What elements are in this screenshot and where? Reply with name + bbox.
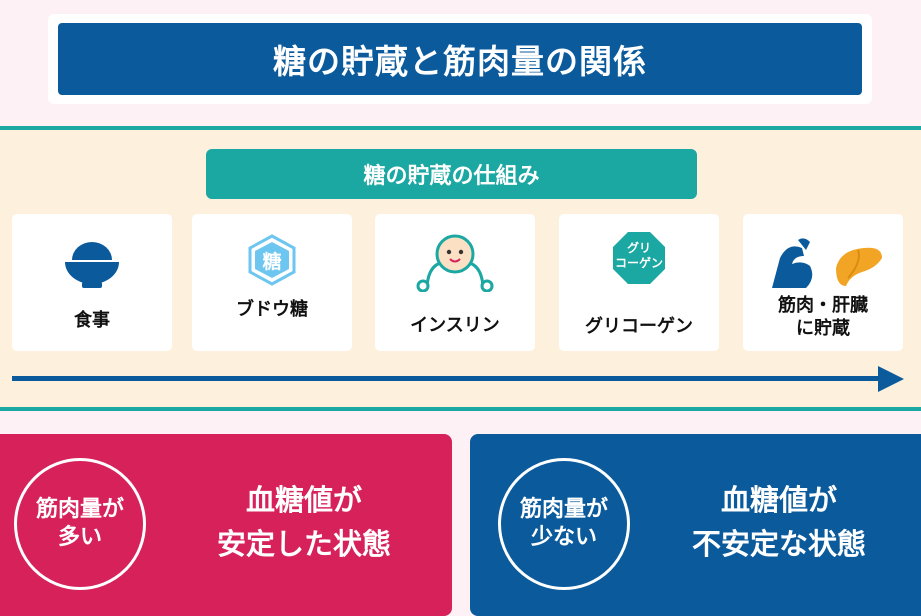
- high-muscle-result-line2: 安定した状態: [216, 527, 391, 561]
- step-card-insulin: インスリン: [375, 214, 535, 351]
- step-card-meal: 食事: [12, 214, 172, 351]
- step-card-muscle-liver: 筋肉・肝臓 に貯蔵: [743, 214, 903, 351]
- high-muscle-panel: 筋肉量が 多い 血糖値が 安定した状態: [0, 434, 452, 616]
- step-label-muscle-liver-line2: に貯蔵: [796, 318, 850, 339]
- low-muscle-result: 血糖値が 不安定な状態: [654, 478, 904, 566]
- page-title: 糖の貯蔵と筋肉量の関係: [58, 23, 862, 95]
- mechanism-section: 糖の貯蔵の仕組み 食事 糖 ブドウ糖: [0, 126, 921, 411]
- step-label-meal: 食事: [74, 310, 110, 331]
- high-muscle-result: 血糖値が 安定した状態: [176, 478, 432, 566]
- step-label-glucose: ブドウ糖: [236, 299, 308, 320]
- low-muscle-circle-line2: 少ない: [530, 525, 597, 550]
- low-muscle-circle-line1: 筋肉量が: [519, 497, 608, 522]
- glucose-icon-text: 糖: [262, 251, 282, 273]
- step-label-insulin: インスリン: [410, 315, 500, 336]
- low-muscle-panel: 筋肉量が 少ない 血糖値が 不安定な状態: [470, 434, 921, 616]
- high-muscle-result-line1: 血糖値が: [245, 483, 362, 517]
- glycogen-octagon-icon: グリ コーゲン: [559, 230, 719, 286]
- high-muscle-circle: 筋肉量が 多い: [14, 458, 146, 590]
- low-muscle-result-line1: 血糖値が: [720, 483, 837, 517]
- low-muscle-result-line2: 不安定な状態: [691, 527, 866, 561]
- rice-bowl-icon: [12, 236, 172, 292]
- step-card-glycogen: グリ コーゲン グリコーゲン: [559, 214, 719, 351]
- high-muscle-circle-line1: 筋肉量が: [35, 497, 124, 522]
- high-muscle-circle-line2: 多い: [57, 525, 102, 550]
- flow-arrow-line: [12, 376, 880, 381]
- low-muscle-circle: 筋肉量が 少ない: [498, 458, 630, 590]
- glucose-hexagon-icon: 糖: [192, 234, 352, 286]
- muscle-liver-icon: [743, 234, 903, 290]
- glycogen-icon-text-1: グリ: [626, 241, 651, 255]
- step-card-glucose: 糖 ブドウ糖: [192, 214, 352, 351]
- glycogen-icon-text-2: コーゲン: [614, 256, 663, 270]
- mechanism-subtitle: 糖の貯蔵の仕組み: [206, 149, 697, 199]
- step-label-glycogen: グリコーゲン: [585, 316, 693, 337]
- step-label-muscle-liver: 筋肉・肝臓 に貯蔵: [743, 294, 903, 340]
- step-label-muscle-liver-line1: 筋肉・肝臓: [778, 295, 868, 316]
- insulin-face-icon: [375, 232, 535, 292]
- flow-arrow-head-icon: [878, 366, 904, 392]
